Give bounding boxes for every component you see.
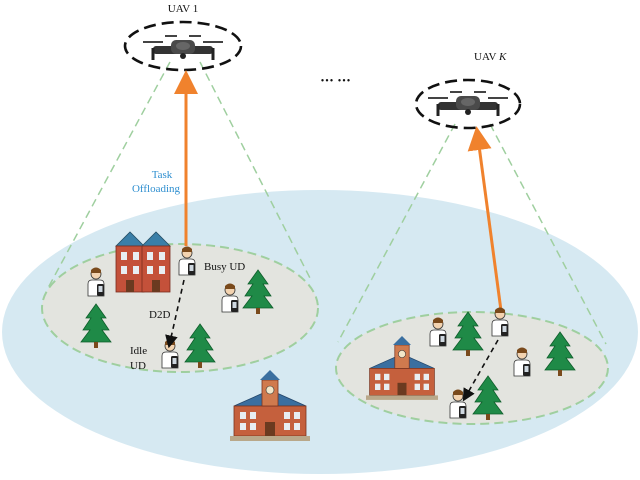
drone-icon <box>426 90 510 118</box>
uav-1: UAV 1 <box>123 3 243 72</box>
uav-k: UAV K <box>414 51 522 130</box>
uavk-coverage-cone <box>337 123 607 345</box>
uav1-coverage-cell <box>41 243 319 373</box>
offload-label-line2: Offloading <box>132 183 181 195</box>
uav1-range-ring <box>123 20 243 72</box>
uavk-label: UAV K <box>474 51 507 63</box>
uavk-offload-arrow <box>467 126 504 319</box>
d2d-label: D2D <box>149 309 170 321</box>
uavk-label-prefix: UAV <box>474 51 499 63</box>
d2d-arrow <box>165 279 185 349</box>
uavk-label-suffix: K <box>498 51 507 63</box>
busy-ud-label: Busy UD <box>204 261 245 273</box>
drone-icon <box>141 34 225 62</box>
uav-ellipsis: ••• ••• <box>321 76 352 87</box>
idle-ud-label-line2: UD <box>130 360 146 372</box>
d2d-arrow-k <box>462 339 499 402</box>
offload-label-line1: Task <box>152 169 173 181</box>
uav1-label: UAV 1 <box>168 3 198 15</box>
uav1-coverage-cone <box>47 61 313 289</box>
idle-ud-label-line1: Idle <box>130 345 147 357</box>
